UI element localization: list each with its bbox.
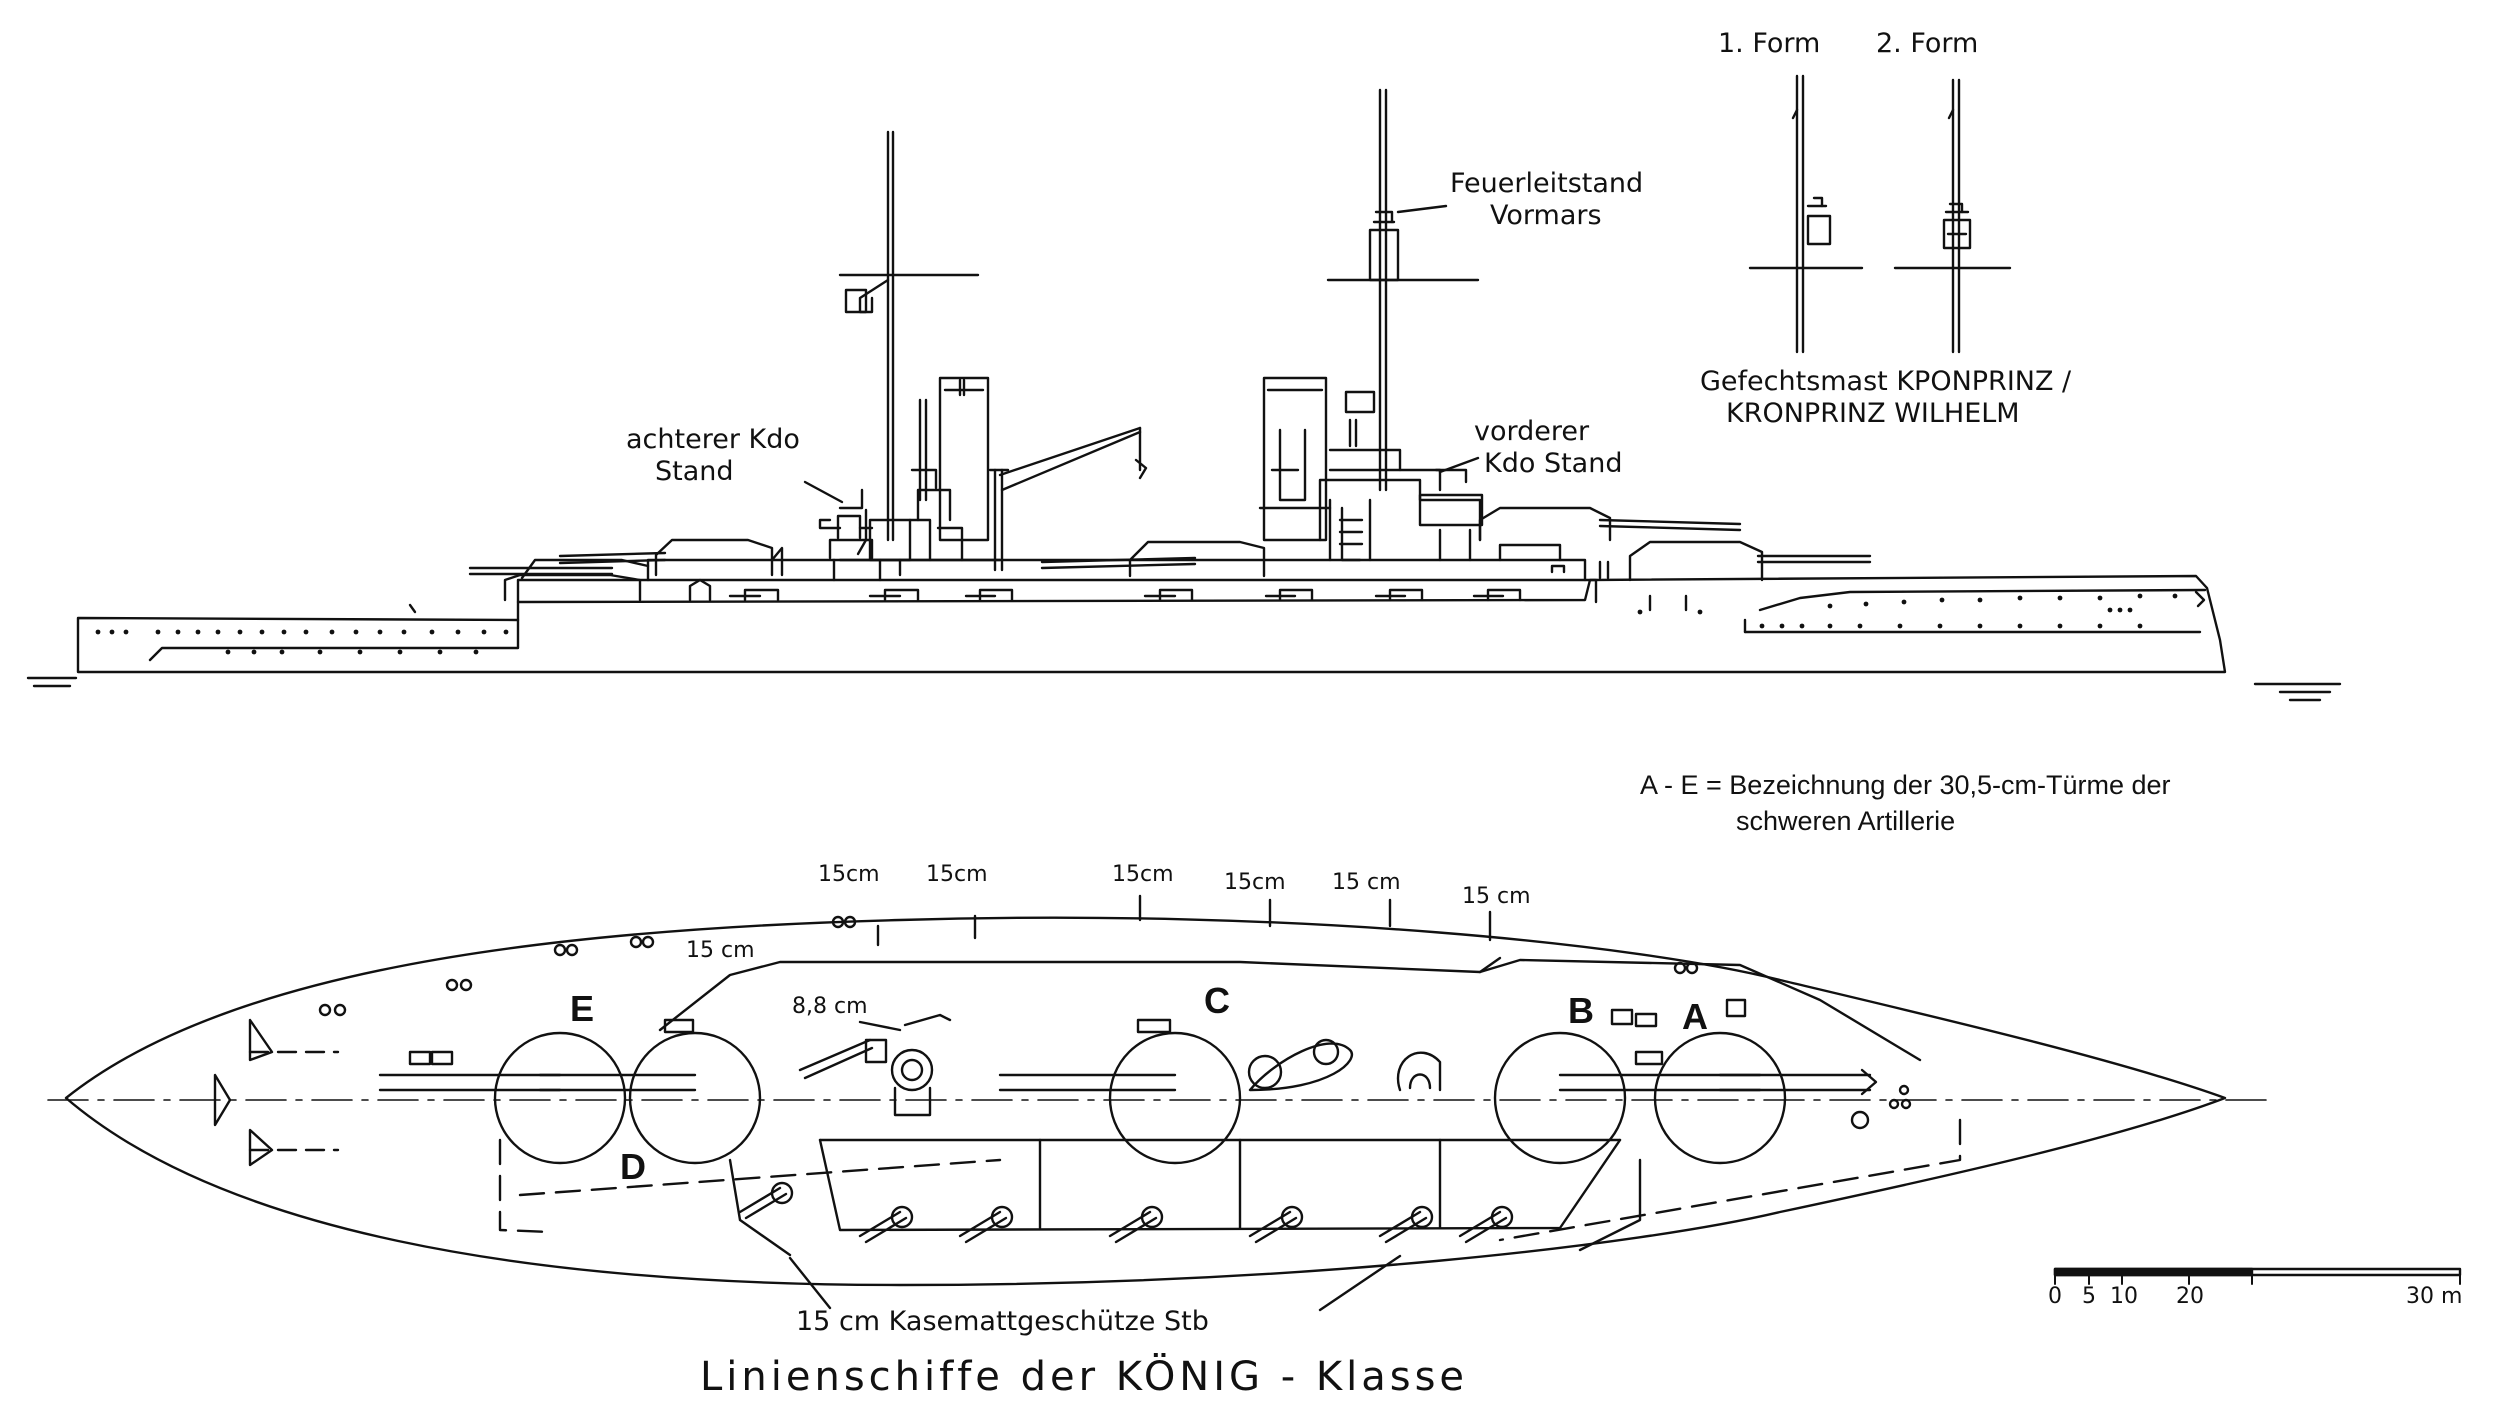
gun-label-15cm: 15cm: [1224, 870, 1286, 895]
plan-portholes: [318, 915, 1912, 1130]
bridge: [1318, 468, 1562, 562]
mast-caption-line2: KRONPRINZ WILHELM: [1726, 398, 2020, 429]
gun-label-88cm: 8,8 cm: [792, 994, 868, 1019]
port-casemate-barrels: [876, 894, 1492, 947]
turret-b-letter: B: [1568, 990, 1594, 1031]
turret-d-profile: [558, 538, 784, 577]
deck-fittings: [688, 560, 1610, 602]
mast-form-1-label: 1. Form: [1718, 28, 1821, 59]
aft-command-label-1: achterer Kdo: [626, 424, 800, 455]
aft-command-label-2: Stand: [655, 456, 734, 487]
turret-e-plan: [378, 1031, 627, 1165]
turret-c-plan: [998, 1018, 1242, 1165]
side-profile: [26, 88, 2342, 702]
starboard-casemate-label: 15 cm Kasemattgeschütze Stb: [796, 1306, 1209, 1337]
turret-e-letter: E: [570, 988, 595, 1029]
casemate-guns-plan: [738, 1181, 1514, 1244]
gun-label-15cm: 15 cm: [1332, 870, 1401, 895]
aa-guns-plan: [798, 1013, 1442, 1117]
crane-profile: [988, 426, 1148, 572]
aft-funnel: [910, 376, 990, 562]
hull-outline: [76, 574, 2227, 674]
gun-label-15cm: 15cm: [1112, 862, 1174, 887]
fore-mast: [1326, 88, 1480, 492]
mast-form-2: [1893, 78, 2012, 354]
turret-b-profile: [1478, 506, 1742, 542]
fwd-command-label-1: vorderer: [1474, 416, 1590, 447]
aft-superstructure: [828, 518, 1002, 577]
turret-d-plan: [538, 1018, 762, 1165]
gun-label-15cm: 15 cm: [686, 938, 755, 963]
scale-tick-30m: 30 m: [2406, 1284, 2463, 1309]
plan-hull: [64, 916, 2227, 1287]
turret-a-letter: A: [1682, 996, 1708, 1037]
mast-caption-line1: Gefechtsmast KPONPRINZ /: [1700, 366, 2072, 397]
mast-form-2-label: 2. Form: [1876, 28, 1979, 59]
fire-control-label-1: Feuerleitstand: [1450, 168, 1644, 199]
scale-tick-20: 20: [2176, 1284, 2204, 1309]
turret-e-profile: [408, 558, 650, 614]
fire-control-label-2: Vormars: [1490, 200, 1602, 231]
gun-label-15cm: 15 cm: [1462, 884, 1531, 909]
scale-tick-10: 10: [2110, 1284, 2138, 1309]
waterline: [26, 676, 2342, 702]
scale-tick-0: 0: [2048, 1284, 2062, 1309]
turret-a-profile: [1628, 540, 1872, 582]
plan-view: [47, 894, 2271, 1312]
turret-c-letter: C: [1204, 980, 1230, 1021]
portholes-aft: [95, 629, 509, 655]
legend-line2: schweren Artillerie: [1736, 806, 1956, 836]
fwd-command-label-2: Kdo Stand: [1484, 448, 1623, 479]
mast-form-1: [1748, 74, 1864, 354]
fwd-funnel: [1258, 376, 1332, 542]
gun-label-15cm: 15cm: [818, 862, 880, 887]
legend-line1: A - E = Bezeichnung der 30,5-cm-Türme de…: [1640, 770, 2171, 800]
turret-d-letter: D: [620, 1146, 646, 1187]
gun-label-15cm: 15cm: [926, 862, 988, 887]
turret-a-plan: [1634, 998, 1878, 1165]
portholes-fwd: [1637, 593, 2178, 629]
aft-mast: [818, 130, 980, 582]
scale-tick-5: 5: [2082, 1284, 2096, 1309]
drawing-title: Linienschiffe der KÖNIG - Klasse: [700, 1354, 1469, 1400]
casemate-guns-profile: [728, 588, 1522, 602]
turret-c-profile: [1040, 540, 1266, 578]
scale-bar: [2053, 1267, 2462, 1285]
